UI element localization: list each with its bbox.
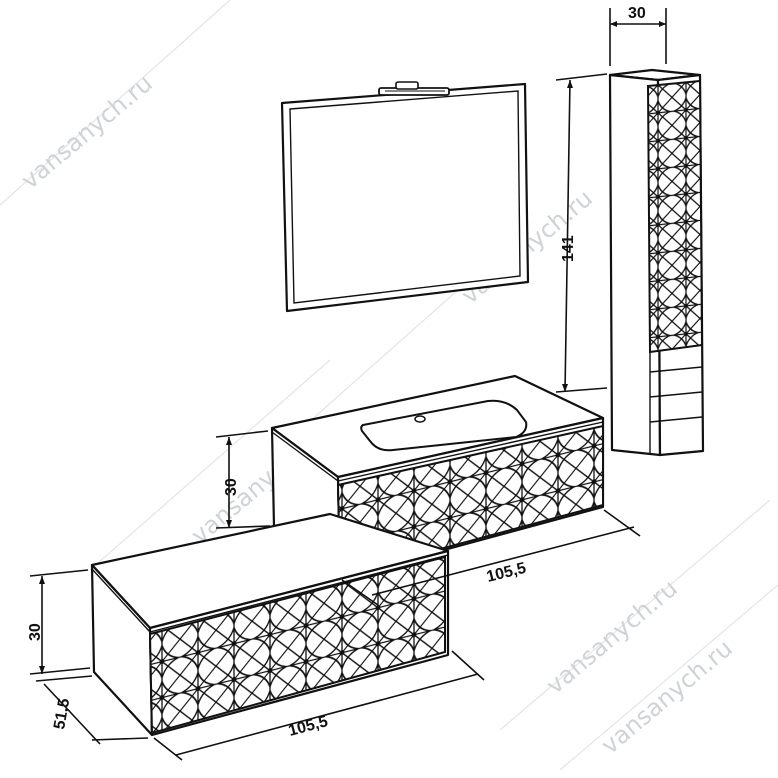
faucet-hole-icon bbox=[414, 415, 426, 423]
upper-countertop-edge bbox=[271, 431, 339, 482]
column-shelf bbox=[649, 391, 703, 398]
mirror-panel bbox=[280, 82, 530, 313]
dim-label-column-height: 141 bbox=[560, 235, 577, 262]
watermark-line bbox=[89, 359, 331, 571]
mirror-lamp bbox=[378, 81, 450, 96]
dim-label-lower-depth: 51,5 bbox=[51, 697, 73, 731]
lower-countertop-edge bbox=[149, 554, 449, 633]
upper-countertop-edge bbox=[337, 421, 604, 482]
dim-lower-depth: 51,5 bbox=[35, 675, 149, 745]
dim-upper-height: 30 bbox=[215, 430, 271, 529]
mirror bbox=[280, 81, 530, 313]
watermark-line bbox=[499, 499, 771, 731]
watermark-text: vansanych.ru bbox=[541, 574, 683, 699]
dim-label-upper-height: 30 bbox=[223, 478, 240, 496]
lower-cabinet bbox=[90, 512, 450, 737]
dim-label-column-width: 30 bbox=[628, 5, 646, 22]
dim-lower-height: 30 bbox=[27, 569, 91, 675]
column-shelf bbox=[649, 416, 703, 423]
mirror-inner-edge bbox=[289, 90, 521, 304]
watermark-text: vansanych.ru bbox=[16, 69, 158, 194]
watermark-line bbox=[559, 584, 778, 771]
watermark-line bbox=[0, 0, 231, 206]
tall-column-cabinet bbox=[608, 68, 705, 457]
column-pattern-door bbox=[646, 79, 704, 354]
dim-column-height: 141 bbox=[555, 73, 608, 393]
column-shelf bbox=[649, 344, 703, 353]
watermark-text: vansanych.ru bbox=[596, 634, 738, 759]
dim-column-width: 30 bbox=[609, 5, 667, 66]
dim-label-lower-width: 105,5 bbox=[287, 713, 330, 740]
washbasin bbox=[360, 399, 528, 452]
lower-countertop-edge bbox=[91, 568, 151, 633]
column-shelf bbox=[649, 366, 703, 373]
dim-label-lower-height: 30 bbox=[27, 623, 44, 641]
